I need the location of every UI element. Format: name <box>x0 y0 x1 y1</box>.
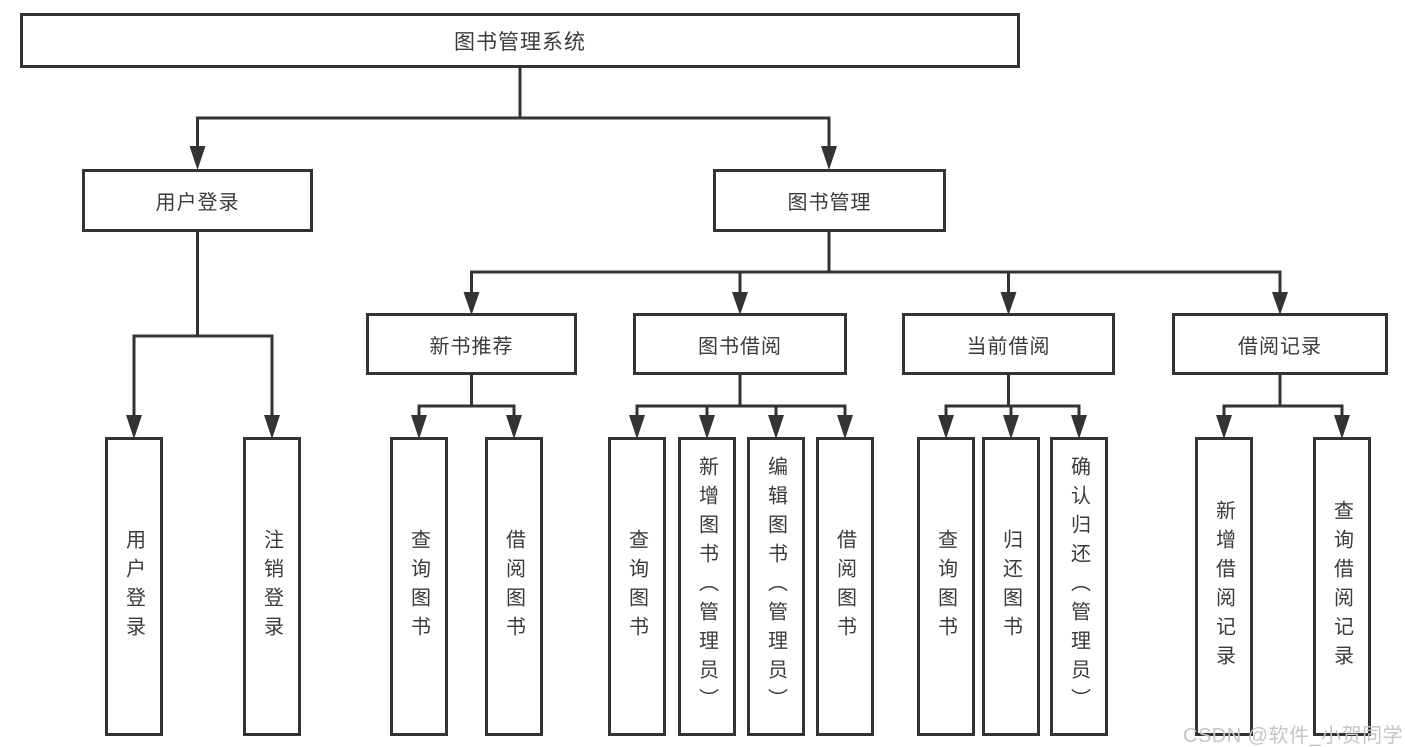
leaf-borrowing-borrow: 借阅图书 <box>816 437 874 736</box>
leaf-user-login: 用户登录 <box>105 437 163 736</box>
leaf-current-return-label: 归还图书 <box>999 528 1022 645</box>
connector-current-borrow-children <box>938 375 1087 439</box>
node-borrow-records: 借阅记录 <box>1172 313 1388 375</box>
node-user-login: 用户登录 <box>82 169 313 232</box>
leaf-records-add-label: 新增借阅记录 <box>1212 499 1235 674</box>
node-user-login-label: 用户登录 <box>155 192 240 214</box>
leaf-current-query: 查询图书 <box>917 437 975 736</box>
leaf-newbooks-borrow-label: 借阅图书 <box>502 528 525 645</box>
connector-user-login-children <box>126 232 280 439</box>
leaf-records-add: 新增借阅记录 <box>1195 437 1253 736</box>
leaf-borrowing-query: 查询图书 <box>608 437 666 736</box>
node-new-books-label: 新书推荐 <box>429 335 514 358</box>
connector-new-books-children <box>411 375 522 439</box>
leaf-user-login-label: 用户登录 <box>122 528 145 645</box>
leaf-newbooks-query-label: 查询图书 <box>407 528 430 645</box>
node-root: 图书管理系统 <box>20 13 1020 68</box>
node-current-borrow: 当前借阅 <box>902 313 1115 375</box>
connector-borrow-records-children <box>1216 375 1350 439</box>
node-book-management: 图书管理 <box>713 169 946 232</box>
leaf-current-confirm-label: 确认归还（管理员） <box>1067 456 1090 717</box>
leaf-newbooks-query: 查询图书 <box>390 437 448 736</box>
leaf-logout: 注销登录 <box>243 437 301 736</box>
node-root-label: 图书管理系统 <box>454 30 586 54</box>
leaf-records-query: 查询借阅记录 <box>1313 437 1371 736</box>
leaf-current-confirm: 确认归还（管理员） <box>1050 437 1108 736</box>
csdn-watermark: CSDN @软件_小贺同学 <box>1183 725 1404 747</box>
connector-root-to-level2 <box>189 68 837 170</box>
leaf-current-query-label: 查询图书 <box>934 528 957 645</box>
leaf-logout-label: 注销登录 <box>260 528 283 645</box>
leaf-borrowing-query-label: 查询图书 <box>625 528 648 645</box>
node-borrowing: 图书借阅 <box>633 313 847 375</box>
node-borrowing-label: 图书借阅 <box>698 335 782 358</box>
leaf-records-query-label: 查询借阅记录 <box>1330 499 1353 674</box>
node-book-management-label: 图书管理 <box>787 192 872 214</box>
leaf-borrowing-add: 新增图书（管理员） <box>678 437 736 736</box>
leaf-borrowing-borrow-label: 借阅图书 <box>833 528 856 645</box>
connector-book-management-sections <box>463 232 1288 315</box>
node-current-borrow-label: 当前借阅 <box>966 335 1051 358</box>
leaf-borrowing-edit-label: 编辑图书（管理员） <box>764 456 787 717</box>
leaf-current-return: 归还图书 <box>982 437 1040 736</box>
node-new-books: 新书推荐 <box>366 313 577 375</box>
leaf-newbooks-borrow: 借阅图书 <box>485 437 543 736</box>
leaf-borrowing-edit: 编辑图书（管理员） <box>747 437 805 736</box>
leaf-borrowing-add-label: 新增图书（管理员） <box>695 456 718 717</box>
connector-borrowing-children <box>629 375 853 439</box>
node-borrow-records-label: 借阅记录 <box>1238 335 1322 358</box>
